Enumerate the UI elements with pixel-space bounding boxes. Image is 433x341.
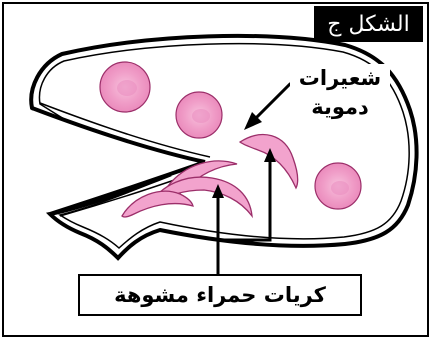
figure-title: الشكل ج [314, 6, 423, 42]
normal-rbc [100, 62, 150, 112]
capillaries-label: شعيرات دموية [290, 64, 390, 122]
normal-rbc [176, 92, 222, 138]
normal-rbc [315, 163, 361, 209]
deformed-rbc-label: كريات حمراء مشوهة [78, 274, 362, 316]
